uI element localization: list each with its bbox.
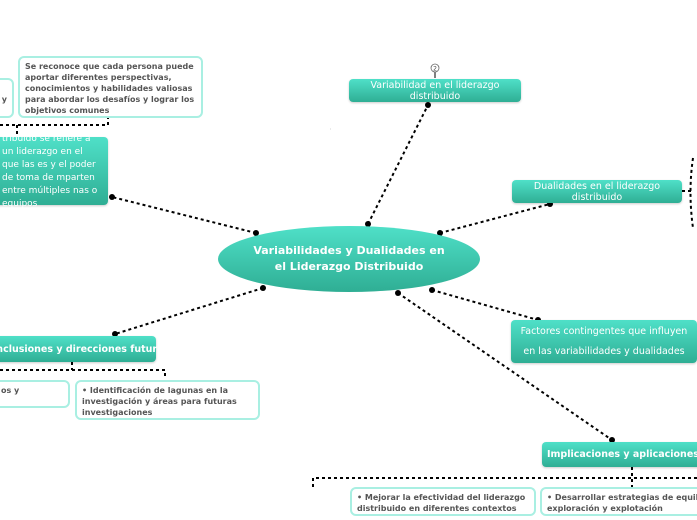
topic-dualidades[interactable]: Dualidades en el liderazgo distribuido (512, 180, 682, 203)
card-conclusiones-left[interactable]: os y (0, 380, 70, 408)
card-text: os y (1, 386, 20, 395)
topic-label: tribuido se refiere a un liderazgo en el… (2, 134, 98, 209)
central-topic[interactable]: Variabilidades y Dualidades en el Lideraz… (218, 226, 480, 292)
topic-factores[interactable]: Factores contingentes que influyen en la… (511, 320, 697, 363)
topic-definicion[interactable]: tribuido se refiere a un liderazgo en el… (0, 134, 108, 209)
topic-label: Dualidades en el liderazgo distribuido (533, 180, 661, 203)
card-reconoce[interactable]: Se reconoce que cada persona puede aport… (18, 56, 203, 118)
card-desarrollar[interactable]: • Desarrollar estrategias de equilibr en… (540, 487, 697, 516)
topic-label: Factores contingentes que influyen en la… (520, 325, 688, 357)
central-line1: Variabilidades y Dualidades en (253, 244, 445, 257)
card-text: Se reconoce que cada persona puede aport… (25, 62, 195, 115)
card-text: • Mejorar la efectividad del liderazgo d… (357, 493, 526, 513)
topic-label: Implicaciones y aplicaciones prác (547, 449, 697, 460)
topic-conclusiones[interactable]: Conclusiones y direcciones futuras (0, 336, 169, 362)
topic-label: Conclusiones y direcciones futuras (0, 343, 170, 355)
topic-implicaciones[interactable]: Implicaciones y aplicaciones prác (542, 442, 697, 467)
topic-variabilidad[interactable]: Variabilidad en el liderazgo distribuido (349, 79, 521, 102)
central-line2: el Liderazgo Distribuido (274, 260, 424, 273)
card-identificacion[interactable]: • Identificación de lagunas en la invest… (75, 380, 260, 420)
topic-label: Variabilidad en el liderazgo distribuido (370, 79, 500, 102)
collapse-badge[interactable]: 2 (433, 66, 437, 73)
card-text: • Desarrollar estrategias de equilibr en… (547, 493, 697, 513)
card-left-partial[interactable]: y (0, 78, 14, 118)
card-text: • Identificación de lagunas en la invest… (82, 386, 237, 417)
card-text: y (1, 95, 7, 104)
card-mejorar[interactable]: • Mejorar la efectividad del liderazgo d… (350, 487, 536, 516)
